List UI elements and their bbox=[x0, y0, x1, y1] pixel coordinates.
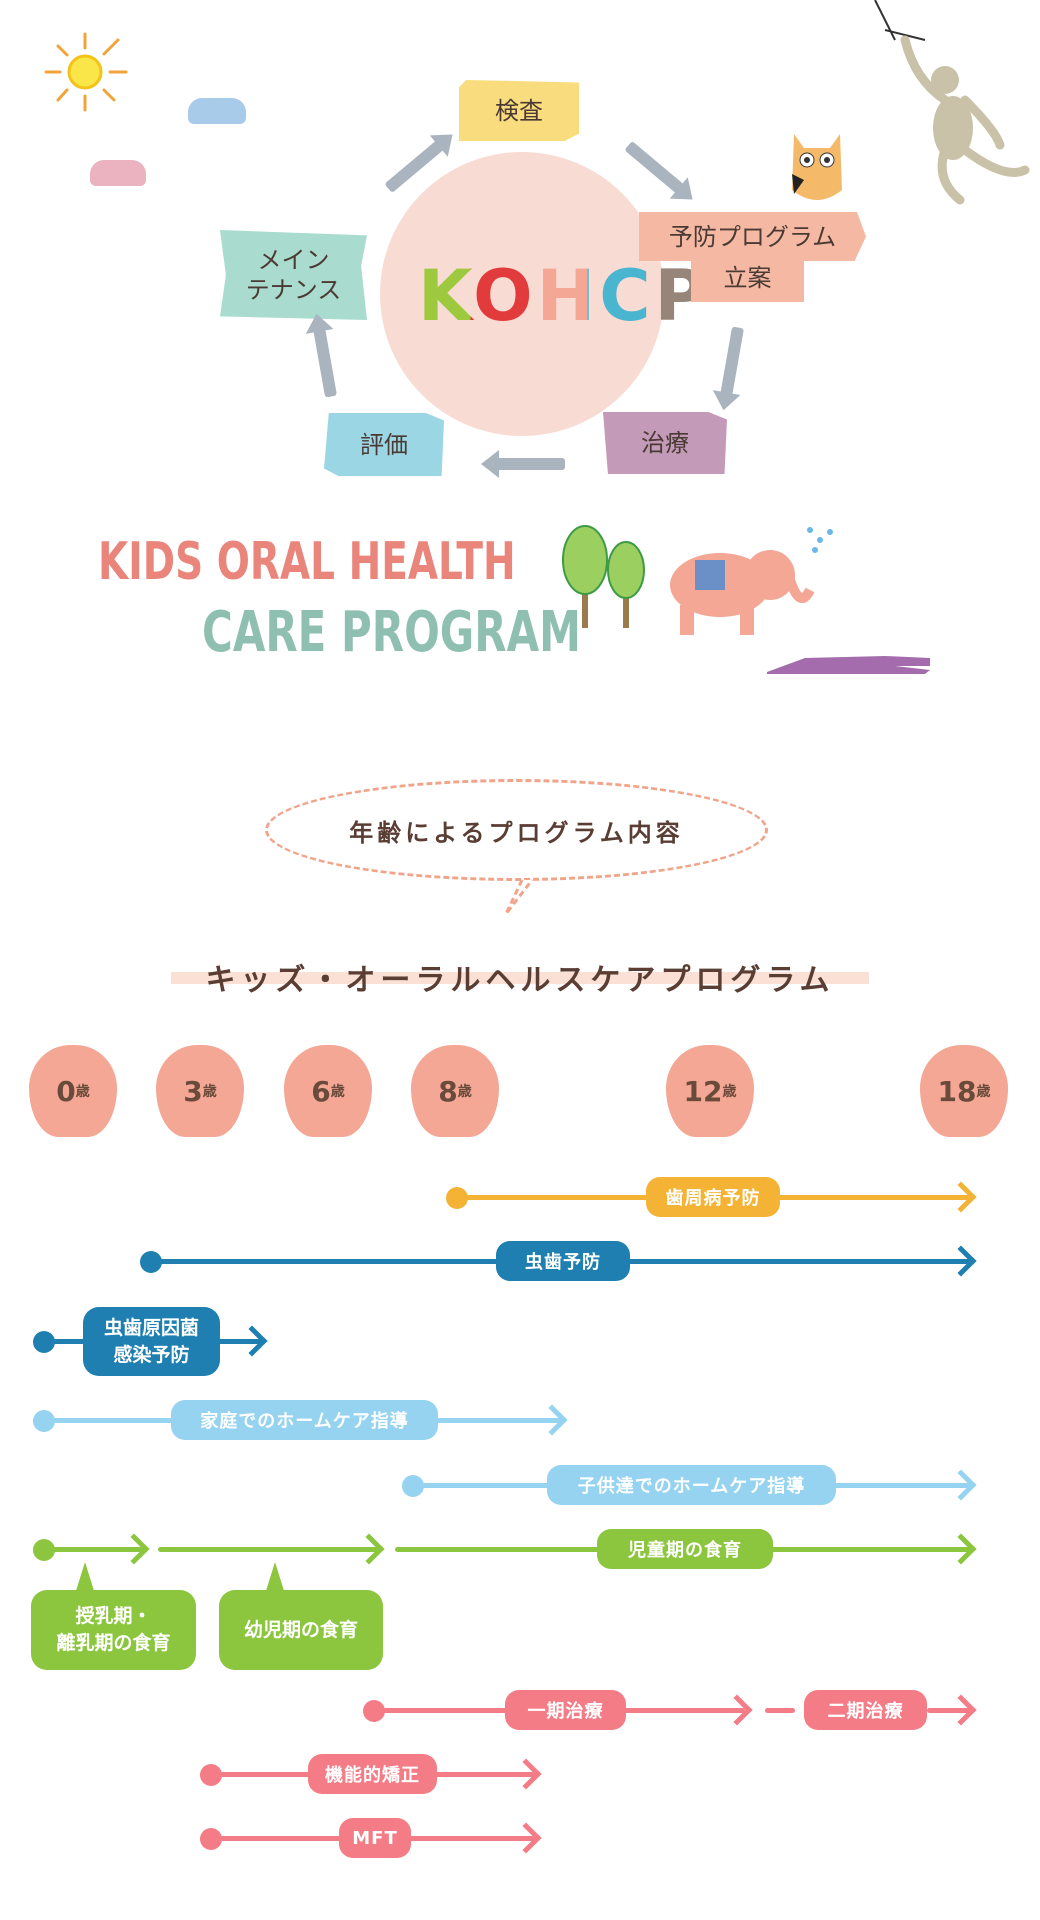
mft-arrowhead-icon bbox=[510, 1822, 542, 1854]
phase2-line bbox=[927, 1708, 974, 1713]
diet-toddler-line bbox=[158, 1547, 380, 1552]
cycle-arrow-icon bbox=[384, 138, 446, 194]
owl-illustration bbox=[792, 134, 842, 200]
speech-bubble: 年齢によるプログラム内容 bbox=[265, 779, 768, 881]
step-evaluation: 評価 bbox=[324, 413, 444, 476]
diet-child-label: 児童期の食育 bbox=[597, 1529, 773, 1569]
phase1-arrowhead-icon bbox=[721, 1694, 753, 1726]
section-heading: キッズ・オーラルヘルスケアプログラム bbox=[171, 955, 869, 998]
home-children-arrowhead-icon bbox=[945, 1469, 977, 1501]
diet-toddler-label: 幼児期の食育 bbox=[219, 1590, 383, 1670]
step-exam: 検査 bbox=[459, 80, 579, 141]
pink-cloud-illustration bbox=[90, 160, 146, 186]
bacteria-label: 虫歯原因菌感染予防 bbox=[83, 1307, 220, 1376]
diet-infant-line bbox=[43, 1547, 145, 1552]
diet-toddler-bubble-tail bbox=[265, 1562, 285, 1594]
diet-start-dot bbox=[33, 1539, 55, 1561]
mft-start-dot bbox=[200, 1828, 222, 1850]
caries-label: 虫歯予防 bbox=[496, 1241, 630, 1281]
home-family-label: 家庭でのホームケア指導 bbox=[171, 1400, 438, 1440]
home-family-arrowhead-icon bbox=[536, 1404, 568, 1436]
logo-line-2: CARE PROGRAM bbox=[202, 600, 581, 665]
diet-infant-label: 授乳期・離乳期の食育 bbox=[31, 1590, 196, 1670]
diet-infant-arrowhead-icon bbox=[118, 1533, 150, 1565]
elephant-illustration bbox=[670, 527, 833, 635]
step-plan-2: 立案 bbox=[691, 254, 804, 302]
cycle-arrow-icon bbox=[720, 326, 744, 398]
perio-start-dot bbox=[446, 1187, 468, 1209]
trees-illustration bbox=[562, 525, 645, 628]
sun-illustration bbox=[44, 32, 128, 112]
step-treatment: 治療 bbox=[603, 412, 727, 474]
diet-child-arrowhead-icon bbox=[945, 1533, 977, 1565]
diet-toddler-arrowhead-icon bbox=[353, 1533, 385, 1565]
logo-line-1: KIDS ORAL HEALTH bbox=[98, 532, 516, 592]
perio-label: 歯周病予防 bbox=[646, 1177, 780, 1217]
cycle-arrow-icon bbox=[624, 140, 686, 196]
home-family-start-dot bbox=[33, 1410, 55, 1432]
speech-bubble-tail bbox=[504, 879, 534, 915]
caries-start-dot bbox=[140, 1251, 162, 1273]
functional-label: 機能的矯正 bbox=[308, 1754, 437, 1794]
phase1-label: 一期治療 bbox=[505, 1690, 626, 1730]
functional-arrowhead-icon bbox=[510, 1758, 542, 1790]
functional-start-dot bbox=[200, 1764, 222, 1786]
phase2-label: 二期治療 bbox=[804, 1690, 927, 1730]
kohcp-logo: KOHCP bbox=[418, 255, 710, 337]
home-children-label: 子供達でのホームケア指導 bbox=[547, 1465, 836, 1505]
step-plan: 予防プログラム bbox=[639, 212, 866, 261]
diet-infant-bubble-tail bbox=[75, 1562, 95, 1594]
mft-label: MFT bbox=[339, 1818, 411, 1858]
cycle-arrow-icon bbox=[313, 326, 337, 398]
monkey-illustration bbox=[874, 0, 1030, 205]
phase1-start-dot bbox=[363, 1700, 385, 1722]
bacteria-arrowhead-icon bbox=[236, 1325, 268, 1357]
crocodile-illustration bbox=[767, 656, 930, 674]
center-cloud bbox=[394, 166, 650, 422]
blue-cloud-illustration bbox=[188, 98, 246, 124]
step-maintenance: メインテナンス bbox=[220, 230, 367, 320]
cycle-arrow-icon bbox=[495, 458, 565, 470]
home-children-start-dot bbox=[402, 1475, 424, 1497]
bacteria-start-dot bbox=[33, 1331, 55, 1353]
phase-dash bbox=[765, 1708, 795, 1713]
phase2-arrowhead-icon bbox=[945, 1694, 977, 1726]
perio-arrowhead-icon bbox=[945, 1181, 977, 1213]
caries-arrowhead-icon bbox=[945, 1245, 977, 1277]
